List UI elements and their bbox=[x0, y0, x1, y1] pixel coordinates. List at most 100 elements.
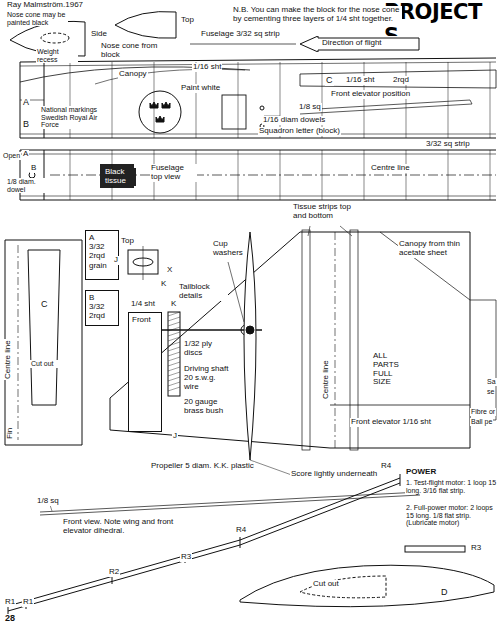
wing-plan-stroke bbox=[350, 230, 358, 450]
roundel bbox=[139, 91, 181, 133]
plan-label: D bbox=[440, 588, 449, 598]
plan-label: R4 bbox=[380, 462, 392, 471]
plan-label: Front view. Note wing and front elevator… bbox=[62, 518, 184, 536]
plan-label: Fuselage top view bbox=[150, 164, 197, 182]
plan-label: Black tissue bbox=[104, 168, 136, 186]
node-text: A bbox=[89, 233, 115, 242]
plan-label: National markings Swedish Royal Air Forc… bbox=[40, 106, 100, 129]
plan-label: 3/32 sq strip bbox=[425, 140, 471, 149]
plan-label: Centre line bbox=[370, 164, 411, 173]
plan-label: R2 bbox=[108, 568, 120, 577]
plan-label: Squadron letter (block) bbox=[258, 127, 341, 136]
fuselage-side-view bbox=[20, 58, 496, 138]
fuselage-top-view-stroke bbox=[20, 154, 496, 196]
fuselage-side-view-stroke bbox=[300, 100, 472, 114]
fuselage-top-view bbox=[20, 150, 496, 200]
rib-templates-stroke bbox=[405, 546, 465, 552]
roundel-stroke bbox=[139, 91, 181, 133]
ply-disc-hatch-stroke bbox=[168, 352, 180, 356]
plan-label: 1. Test-flight motor: 1 loop 15 long. 3/… bbox=[405, 479, 499, 494]
plan-label: B bbox=[30, 164, 37, 173]
node-text: grain bbox=[89, 261, 115, 270]
plan-label: ALL PARTS FULL SIZE bbox=[372, 352, 404, 387]
node-text: 3/32 bbox=[89, 242, 115, 251]
ply-disc-hatch bbox=[168, 312, 180, 391]
plan-label: Cut out bbox=[312, 580, 340, 589]
part-b-template: B3/322rqd bbox=[85, 290, 119, 326]
plan-label: X bbox=[166, 266, 173, 275]
wing-plan-stroke bbox=[470, 300, 496, 420]
front-view-wing-stroke bbox=[400, 474, 401, 486]
fuselage-top-view-stroke bbox=[20, 150, 496, 200]
front-view-wing-stroke bbox=[8, 478, 400, 606]
plan-label: Top bbox=[120, 237, 135, 246]
plan-label: Top bbox=[180, 16, 195, 25]
plan-label: Fibre or bbox=[470, 408, 496, 416]
fuselage-spacers-stroke bbox=[364, 62, 365, 138]
plan-label: R1 bbox=[22, 598, 34, 607]
rib-templates-stroke bbox=[240, 565, 494, 606]
plan-label: Side bbox=[90, 30, 108, 39]
plan-label: J bbox=[172, 432, 178, 441]
ply-disc-hatch-stroke bbox=[168, 312, 180, 316]
top-view-spacers-stroke bbox=[322, 150, 323, 200]
top-view-spacers-stroke bbox=[448, 150, 449, 200]
tailblock-top-sketch-stroke bbox=[143, 246, 144, 280]
plan-label: A bbox=[22, 150, 29, 159]
ply-disc-hatch-stroke bbox=[168, 327, 180, 331]
fuselage-side-view-stroke bbox=[20, 58, 496, 138]
wing-plan-stroke bbox=[380, 232, 470, 300]
roundel-stroke bbox=[156, 116, 164, 122]
top-view-spacers bbox=[70, 150, 490, 200]
propeller bbox=[244, 232, 300, 478]
node-text: 2rqd bbox=[89, 251, 115, 260]
fuselage-side-view-stroke bbox=[20, 62, 496, 134]
fuselage-spacers bbox=[70, 62, 490, 138]
ply-disc-hatch-stroke bbox=[168, 362, 180, 366]
rib-templates-stroke bbox=[300, 576, 386, 598]
nose-cone-side-stroke bbox=[41, 33, 69, 43]
rotated-label: Centre line bbox=[322, 359, 331, 400]
front-view-wing-stroke bbox=[240, 537, 241, 548]
plan-label: 1/16 diam dowels bbox=[262, 116, 326, 125]
fuselage-spacers-stroke bbox=[448, 62, 449, 138]
wing-plan bbox=[110, 230, 496, 450]
plan-label: Weight recess bbox=[36, 48, 78, 63]
fin-stroke bbox=[18, 245, 19, 440]
ply-disc-hatch-stroke bbox=[168, 367, 180, 371]
node-text: B bbox=[89, 293, 115, 302]
plan-label: Fuselage 3/32 sq strip bbox=[200, 30, 281, 39]
ply-disc-hatch-stroke bbox=[168, 387, 180, 391]
plan-label: 1/4 sht bbox=[130, 300, 156, 309]
tailblock-side-block-stroke bbox=[168, 312, 180, 396]
fuselage-spacers-stroke bbox=[238, 62, 239, 138]
ply-disc-hatch-stroke bbox=[168, 377, 180, 381]
front-view-wing-stroke bbox=[8, 483, 400, 611]
tailblock-front: Front bbox=[128, 312, 162, 432]
arrow-shape bbox=[300, 36, 419, 52]
roundel-stroke bbox=[162, 102, 170, 108]
direction-arrow: Direction of flight bbox=[300, 36, 420, 52]
fin-stroke bbox=[28, 250, 60, 405]
plan-label: R3 bbox=[180, 553, 192, 562]
plan-label: Tissue strips top and bottom bbox=[292, 203, 366, 221]
rotated-label: Fin bbox=[6, 427, 15, 440]
top-view-spacers-stroke bbox=[364, 150, 365, 200]
plan-label: C bbox=[325, 76, 334, 86]
plan-label: Open bbox=[2, 152, 21, 160]
front-view-wing-stroke bbox=[50, 505, 52, 511]
node-text: 2rqd bbox=[89, 311, 115, 320]
top-view-spacers-stroke bbox=[70, 150, 71, 200]
plan-label: 1/32 ply discs bbox=[183, 340, 230, 358]
plan-label: Propeller 5 diam. K.K. plastic bbox=[150, 462, 255, 471]
nose-cone-top bbox=[115, 12, 176, 39]
tailblock-top-sketch bbox=[128, 246, 158, 280]
plan-label: 1/16 sht bbox=[345, 76, 375, 85]
tissue-strip-leaders bbox=[308, 226, 352, 236]
part-a-template: A3/322rqdgrain bbox=[85, 230, 119, 280]
plan-label: POWER bbox=[405, 468, 437, 477]
fuselage-side-view-stroke bbox=[260, 106, 264, 110]
fuselage-side-view-stroke bbox=[222, 95, 246, 129]
propeller-stroke bbox=[244, 232, 256, 460]
